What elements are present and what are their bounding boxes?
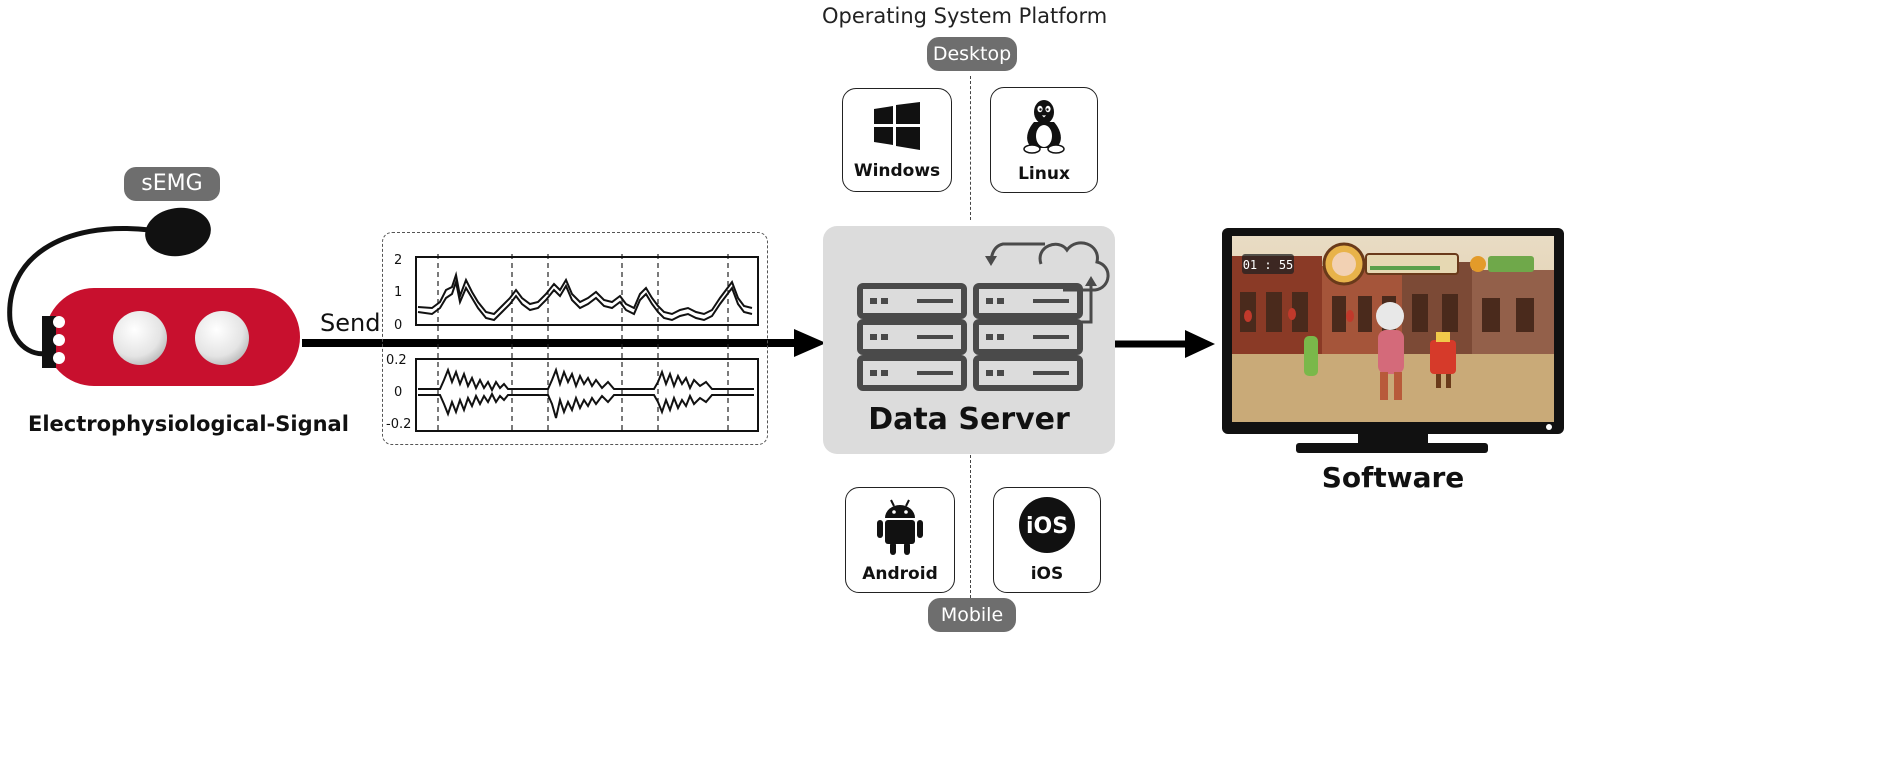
server-rack-icon [857, 241, 1110, 391]
windows-card: Windows [842, 88, 952, 192]
bottom-trace-2 [418, 391, 754, 419]
platform-title: Operating System Platform [822, 4, 1108, 28]
hud-timer: 01 : 55 [1243, 258, 1294, 272]
bottom-tick-pos: 0.2 [386, 353, 407, 368]
monitor-power-dot [1546, 424, 1552, 430]
bottom-plot-axes [415, 358, 759, 432]
top-tick-2: 2 [394, 253, 402, 268]
output-arrow [1115, 330, 1215, 358]
send-arrow [302, 329, 826, 357]
ios-logo-text: iOS [1026, 514, 1068, 539]
monitor-neck [1358, 432, 1428, 444]
signal-plot-frame [382, 232, 768, 445]
top-plot-axes [415, 256, 759, 326]
linux-card: Linux [990, 87, 1098, 193]
ios-label: iOS [1030, 564, 1064, 584]
linux-label: Linux [1018, 164, 1070, 184]
android-label: Android [862, 564, 938, 584]
top-tick-1: 1 [394, 285, 402, 300]
top-trace-2 [417, 278, 753, 322]
windows-icon [874, 102, 920, 150]
ios-card: iOS iOS [993, 487, 1101, 593]
android-card: Android [845, 487, 955, 593]
game-screenshot: 01 : 55 [1232, 236, 1554, 422]
bottom-trace-1 [418, 366, 754, 393]
windows-label: Windows [853, 161, 941, 181]
monitor-base [1296, 443, 1488, 453]
mobile-badge: Mobile [928, 598, 1016, 632]
ios-logo-icon: iOS [1019, 497, 1075, 553]
bottom-tick-neg: -0.2 [386, 417, 411, 432]
desktop-divider [970, 76, 971, 220]
semg-device-illustration [7, 207, 300, 386]
bottom-tick-zero: 0 [394, 385, 402, 400]
top-tick-0: 0 [394, 318, 402, 333]
top-trace-1 [417, 271, 753, 316]
signal-plot: 2 1 0 0.2 0 -0.2 [386, 253, 759, 432]
linux-tux-icon [1023, 100, 1065, 154]
mobile-divider [970, 455, 971, 598]
android-icon [877, 499, 923, 555]
software-label: Software [1321, 461, 1465, 494]
send-label: Send [320, 309, 381, 337]
sensor-caption: Electrophysiological-Signal [28, 412, 349, 436]
data-server-label: Data Server [868, 402, 1070, 437]
desktop-badge: Desktop [927, 37, 1017, 71]
semg-badge: sEMG [124, 167, 220, 201]
